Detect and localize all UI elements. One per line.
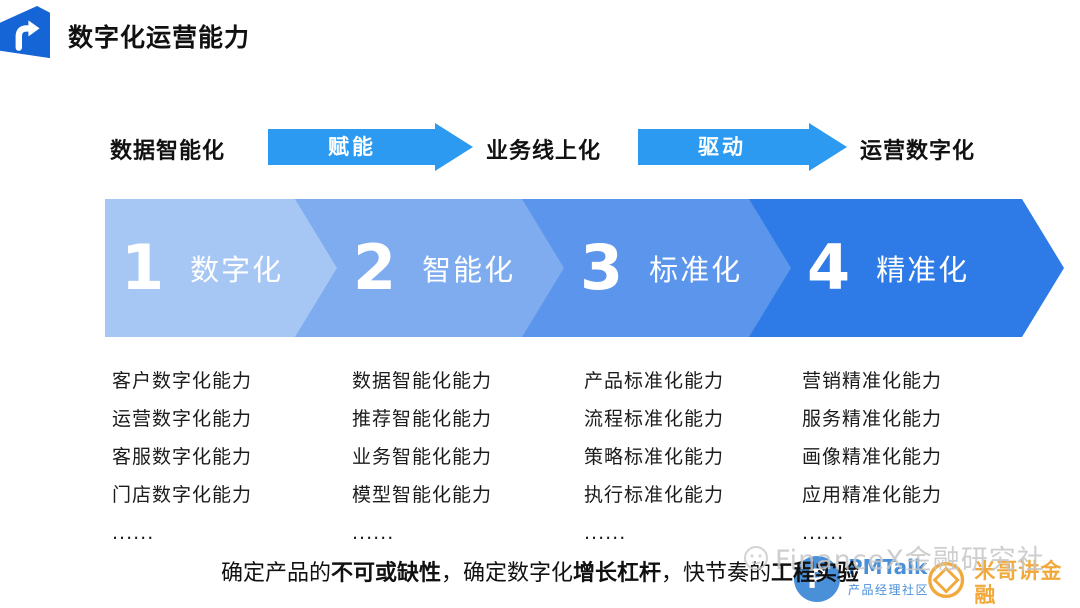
list-item: 客服数字化能力 [112, 446, 253, 468]
flow-node-data-intelligence: 数据智能化 [110, 139, 226, 164]
stage-label: 数字化 [190, 253, 284, 287]
flow-node-operation-digital: 运营数字化 [860, 139, 976, 164]
list-item: 策略标准化能力 [584, 446, 725, 468]
list-item: 门店数字化能力 [112, 484, 253, 506]
stage-chevron-4: 4 精准化 [749, 199, 1064, 337]
list-item: 执行标准化能力 [584, 484, 725, 506]
page-title: 数字化运营能力 [68, 23, 251, 52]
list-item: 应用精准化能力 [802, 484, 943, 506]
migo-finance-logo: 米哥讲金融 让金融更简单 [926, 559, 1080, 608]
stage-items-column-1: 客户数字化能力 运营数字化能力 客服数字化能力 门店数字化能力 ...... [112, 362, 252, 552]
stage-label: 标准化 [649, 253, 743, 287]
stage-number: 2 [353, 231, 397, 304]
list-item-ellipsis: ...... [584, 522, 627, 544]
summary-segment: ，快节奏的 [661, 561, 772, 586]
summary-segment: ，确定数字化 [440, 561, 573, 586]
stage-number: 4 [807, 231, 851, 304]
list-item: 产品标准化能力 [584, 370, 725, 392]
list-item: 服务精准化能力 [802, 408, 943, 430]
flow-node-business-online: 业务线上化 [486, 139, 602, 164]
summary-segment-bold: 增长杠杆 [573, 561, 662, 586]
pmtalk-icon: P [794, 556, 840, 602]
list-item: 数据智能化能力 [352, 370, 493, 392]
list-item: 客户数字化能力 [112, 370, 253, 392]
flow-arrow-enable: 赋能 [268, 123, 473, 171]
turn-right-arrow-icon [15, 20, 40, 51]
list-item: 业务智能化能力 [352, 446, 493, 468]
arrow-head-icon [809, 123, 847, 171]
summary-segment: 确定产品的 [220, 561, 331, 586]
stage-label: 智能化 [422, 253, 516, 287]
summary-segment-bold: 工程实验 [771, 561, 860, 586]
list-item-ellipsis: ...... [352, 522, 395, 544]
list-item: 营销精准化能力 [802, 370, 943, 392]
flow-arrow-label: 赋能 [328, 135, 376, 159]
list-item: 运营数字化能力 [112, 408, 253, 430]
flow-arrow-label: 驱动 [698, 135, 746, 159]
pmtalk-name: PMTalk [848, 555, 928, 579]
pmtalk-tagline: 产品经理社区 [848, 583, 930, 597]
arrow-head-icon [435, 123, 473, 171]
list-item-ellipsis: ...... [112, 522, 155, 544]
arrow-body [268, 129, 436, 165]
list-item: 画像精准化能力 [802, 446, 943, 468]
stage-items-column-4: 营销精准化能力 服务精准化能力 画像精准化能力 应用精准化能力 ...... [802, 362, 942, 552]
stage-number: 1 [121, 231, 165, 304]
stage-items-column-2: 数据智能化能力 推荐智能化能力 业务智能化能力 模型智能化能力 ...... [352, 362, 492, 552]
summary-sentence: 确定产品的不可或缺性，确定数字化增长杠杆，快节奏的工程实验 [0, 555, 1080, 587]
stage-chevron-1: 1 数字化 [105, 199, 341, 337]
brand-flag-logo [0, 6, 50, 59]
arrow-body [638, 129, 810, 165]
list-item-ellipsis: ...... [802, 522, 845, 544]
stage-label: 精准化 [876, 253, 970, 287]
list-item: 推荐智能化能力 [352, 408, 493, 430]
stage-number: 3 [580, 231, 624, 304]
migo-knot-icon [928, 561, 965, 599]
summary-segment-bold: 不可或缺性 [330, 561, 441, 586]
list-item: 流程标准化能力 [584, 408, 725, 430]
migo-name: 米哥讲金融 [974, 559, 1063, 607]
stage-items-column-3: 产品标准化能力 流程标准化能力 策略标准化能力 执行标准化能力 ...... [584, 362, 724, 552]
pmtalk-logo: P PMTalk 产品经理社区 [794, 556, 929, 602]
list-item: 模型智能化能力 [352, 484, 493, 506]
flow-arrow-drive: 驱动 [638, 123, 848, 171]
